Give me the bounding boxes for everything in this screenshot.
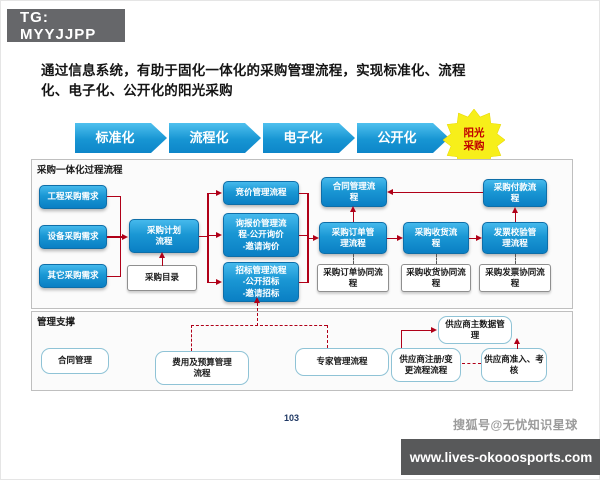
tg-badge: TG: MYYJJPP bbox=[7, 9, 125, 43]
box-project-procurement-demand: 工程采购需求 bbox=[39, 185, 107, 209]
box-budget-management-process: 费用及预算管理 流程 bbox=[155, 351, 249, 385]
arrowhead-up bbox=[253, 296, 260, 303]
box-procurement-plan-process: 采购计划 流程 bbox=[129, 219, 199, 253]
slide-title: 通过信息系统，有助于固化一体化的采购管理流程，实现标准化、流程 化、电子化、公开… bbox=[41, 63, 466, 99]
connector-line bbox=[400, 330, 402, 348]
box-tender-management-process: 招标管理流程 -公开招标 -邀请招标 bbox=[223, 262, 299, 302]
arrowhead-right bbox=[216, 231, 222, 238]
page-number: 103 bbox=[284, 413, 300, 423]
connector-line bbox=[387, 237, 397, 239]
starburst-icon bbox=[443, 109, 505, 171]
connector-line bbox=[352, 212, 354, 222]
box-receipt-collaboration-process: 采购收货协同流 程 bbox=[401, 264, 471, 292]
box-inquiry-quotation-process: 询报价管理流 程-公开询价 -邀请询价 bbox=[223, 213, 299, 257]
arrowhead-right bbox=[216, 278, 222, 285]
process-panel-header: 采购一体化过程流程 bbox=[37, 165, 123, 176]
box-goods-receipt-process: 采购收货流 程 bbox=[403, 222, 469, 254]
starburst-label: 阳光 采购 bbox=[463, 127, 485, 152]
box-procurement-catalog: 采购目录 bbox=[127, 265, 197, 291]
chevron-openness: 公开化 bbox=[357, 123, 449, 153]
arrowhead-up bbox=[158, 252, 165, 258]
chevron-standardization: 标准化 bbox=[75, 123, 167, 153]
connector-line bbox=[207, 234, 217, 236]
dashed-connector-red bbox=[462, 362, 481, 364]
arrowhead-up bbox=[511, 207, 518, 213]
connector-line bbox=[207, 192, 209, 283]
connector-line bbox=[393, 191, 483, 193]
connector-line bbox=[199, 235, 208, 237]
connector-line bbox=[299, 192, 308, 194]
box-supplier-registration-process: 供应商注册/变 更流程流程 bbox=[391, 348, 461, 382]
box-payment-process: 采购付款流 程 bbox=[483, 179, 547, 207]
connector-line bbox=[516, 344, 518, 349]
arrowhead-right bbox=[122, 233, 128, 240]
arrowhead-right bbox=[313, 234, 319, 241]
connector-line bbox=[107, 275, 121, 277]
url-watermark: www.lives-okooosports.com bbox=[401, 439, 600, 475]
sunshine-procurement-starburst: 阳光 采购 bbox=[443, 109, 505, 171]
box-invoice-verification-process: 发票校验管 理流程 bbox=[482, 222, 548, 254]
box-contract-management: 合同管理 bbox=[41, 348, 109, 374]
connector-line bbox=[161, 258, 163, 266]
arrowhead-right bbox=[216, 189, 222, 196]
connector-line bbox=[514, 213, 516, 222]
arrowhead-right bbox=[396, 234, 403, 241]
arrowhead-left bbox=[387, 188, 393, 195]
box-order-collaboration-process: 采购订单协同流 程 bbox=[317, 264, 389, 292]
connector-line bbox=[107, 236, 122, 238]
box-competitive-bidding-process: 竞价管理流程 bbox=[223, 181, 299, 205]
connector-line bbox=[207, 281, 217, 283]
arrowhead-up bbox=[513, 338, 520, 344]
chevron-processization: 流程化 bbox=[169, 123, 261, 153]
box-expert-management-process: 专家管理流程 bbox=[295, 348, 389, 376]
dashed-connector-red bbox=[191, 325, 327, 326]
box-invoice-collaboration-process: 采购发票协同流 程 bbox=[479, 264, 551, 292]
connector-line bbox=[107, 195, 121, 197]
support-panel-header: 管理支撑 bbox=[37, 317, 76, 328]
dashed-connector-red bbox=[190, 325, 192, 351]
dashed-connector-red bbox=[256, 303, 258, 326]
arrowhead-right bbox=[431, 326, 437, 333]
dashed-connector-red bbox=[326, 325, 328, 348]
connector-line bbox=[307, 237, 314, 239]
connector-line bbox=[299, 281, 308, 283]
box-other-procurement-demand: 其它采购需求 bbox=[39, 264, 107, 288]
chevron-digitization: 电子化 bbox=[263, 123, 355, 153]
connector-line bbox=[299, 234, 308, 236]
connector-line bbox=[400, 329, 432, 331]
connector-line bbox=[207, 192, 217, 194]
arrowhead-right bbox=[475, 234, 482, 241]
box-supplier-master-data: 供应商主数据管 理 bbox=[438, 316, 512, 344]
watermark-text: 搜狐号@无忧知识星球 bbox=[453, 418, 578, 432]
box-purchase-order-process: 采购订单管 理流程 bbox=[319, 222, 387, 254]
dashed-connector bbox=[514, 254, 516, 264]
box-equipment-procurement-demand: 设备采购需求 bbox=[39, 225, 107, 249]
box-supplier-access-assessment: 供应商准入、考 核 bbox=[481, 348, 547, 382]
dashed-connector bbox=[435, 254, 437, 264]
box-contract-management-process: 合同管理流 程 bbox=[321, 177, 387, 207]
connector-line bbox=[469, 237, 477, 239]
dashed-connector bbox=[352, 254, 354, 264]
arrowhead-up bbox=[349, 206, 356, 212]
